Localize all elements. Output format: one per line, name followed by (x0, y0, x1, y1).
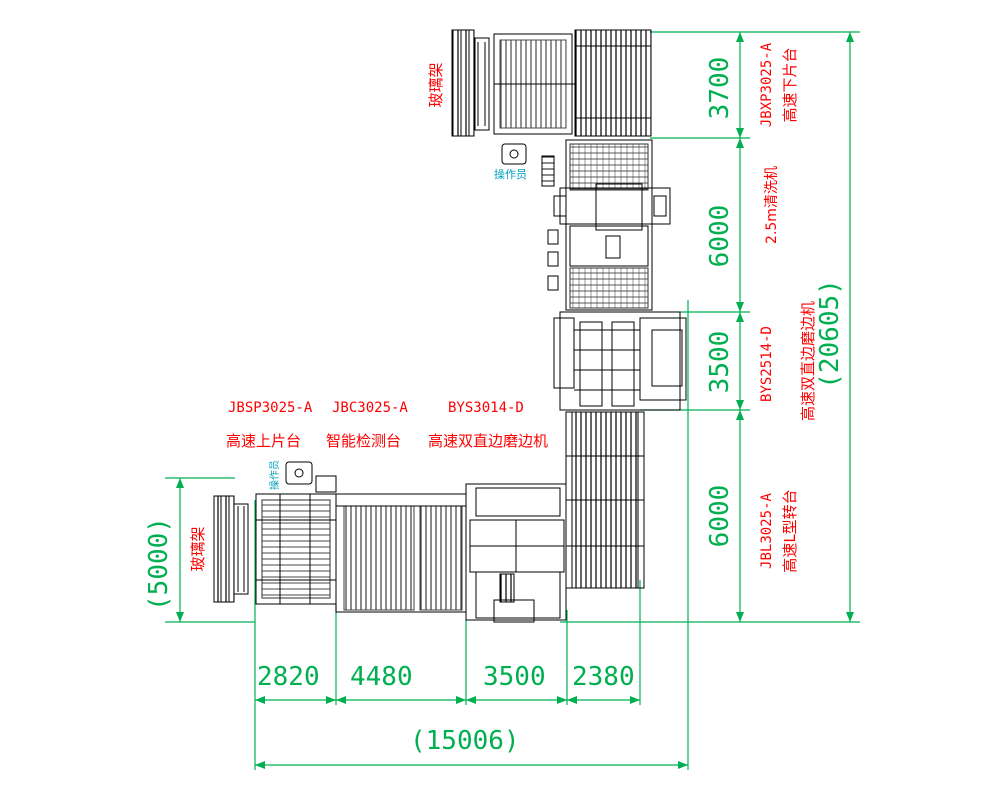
xp-name: 高速下片台 (781, 47, 799, 123)
bl-model: JBL3025-A (759, 493, 775, 569)
dim-h-total: (15006) (410, 726, 520, 756)
bc-model: JBC3025-A (332, 400, 408, 416)
detection-table (335, 493, 467, 613)
dimension-arrows (176, 32, 854, 769)
top-rack-label: 玻璃架 (427, 62, 445, 108)
l-turntable (565, 411, 645, 589)
washing-machine (547, 139, 671, 311)
left-rack-label: 玻璃架 (189, 526, 207, 572)
dim-v3: 3500 (705, 330, 735, 394)
operator-top-icon (501, 143, 527, 165)
operator-left-icon (285, 461, 337, 493)
operator-left-label: 操作员 (270, 460, 281, 490)
bl-name: 高速L型转台 (781, 489, 799, 573)
dim-h1: 2820 (257, 662, 320, 692)
dim-v-total: (20605) (815, 279, 845, 389)
dim-h4: 2380 (572, 662, 635, 692)
dim-v1: 3700 (705, 56, 735, 120)
dim-left: (5000) (144, 517, 174, 611)
top-glass-rack (451, 29, 490, 137)
left-glass-rack (213, 495, 249, 603)
dim-h2: 4480 (350, 662, 413, 692)
edging-machine-vertical (553, 311, 687, 411)
edging-machine-horizontal (465, 483, 567, 623)
bys2-model: BYS2514-D (759, 326, 775, 402)
bys-model: BYS3014-D (448, 400, 524, 416)
unload-table (493, 29, 652, 137)
operator-top-label: 操作员 (494, 168, 527, 181)
loading-table (255, 493, 337, 605)
dim-h3: 3500 (483, 662, 546, 692)
sp-name: 高速上片台 (226, 432, 302, 450)
bys-name: 高速双直边磨边机 (428, 432, 549, 450)
wash-name: 2.5m清洗机 (764, 166, 780, 244)
dim-v2: 6000 (705, 204, 735, 268)
bc-name: 智能检测台 (326, 432, 402, 450)
sp-model: JBSP3025-A (228, 400, 313, 416)
control-panel-top (541, 155, 555, 187)
xp-model: JBXP3025-A (759, 42, 775, 128)
dim-v4: 6000 (705, 484, 735, 548)
